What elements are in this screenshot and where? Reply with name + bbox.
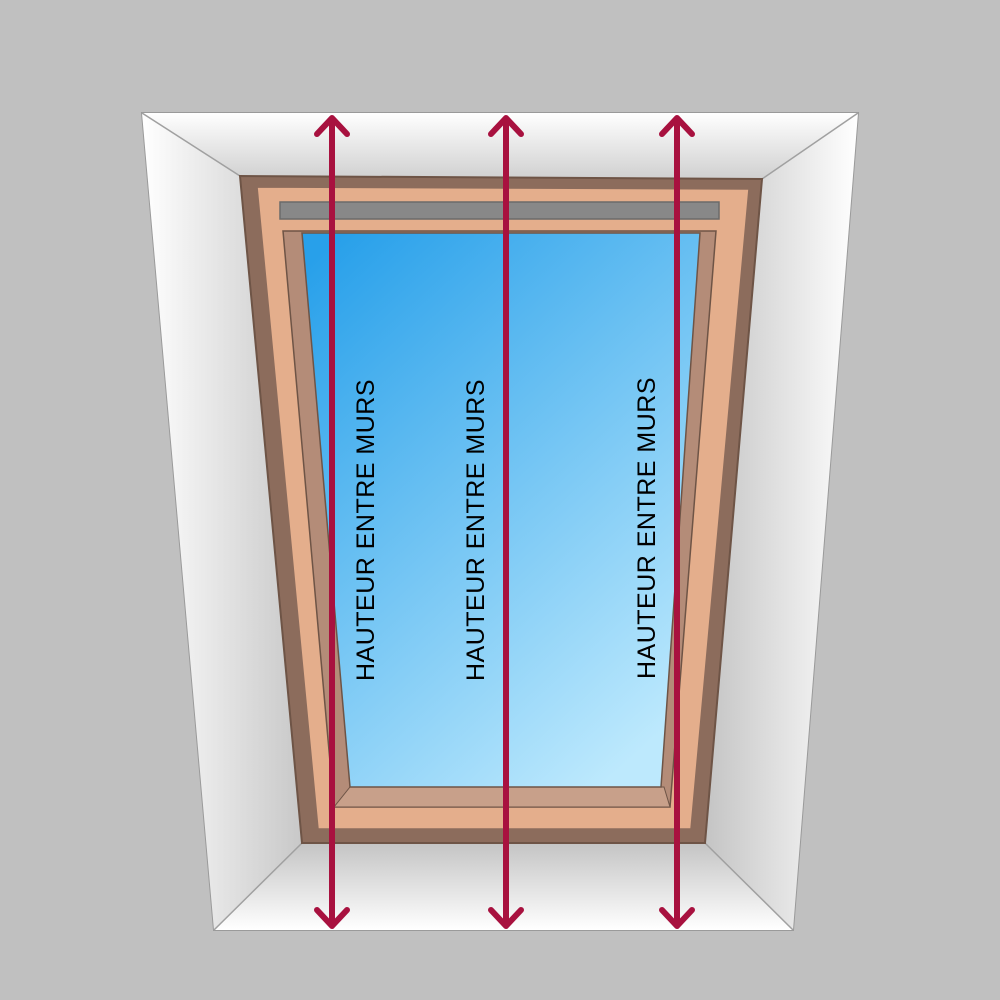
height-label-right: HAUTEUR ENTRE MURS [633, 377, 661, 679]
window-frame [238, 174, 764, 844]
recess-edges [141, 112, 859, 931]
height-label-center: HAUTEUR ENTRE MURS [462, 379, 490, 681]
sash-bottom-light [332, 786, 671, 808]
height-arrows [314, 115, 695, 929]
recess-left-wall [142, 113, 302, 930]
recess-right-wall [705, 113, 858, 930]
height-arrow-left [314, 115, 350, 929]
height-arrow-right [659, 115, 695, 929]
height-label-left: HAUTEUR ENTRE MURS [352, 379, 380, 681]
height-labels: HAUTEUR ENTRE MURS HAUTEUR ENTRE MURS HA… [352, 377, 661, 681]
frame-top-bar [279, 201, 720, 220]
height-arrow-center [488, 115, 524, 929]
